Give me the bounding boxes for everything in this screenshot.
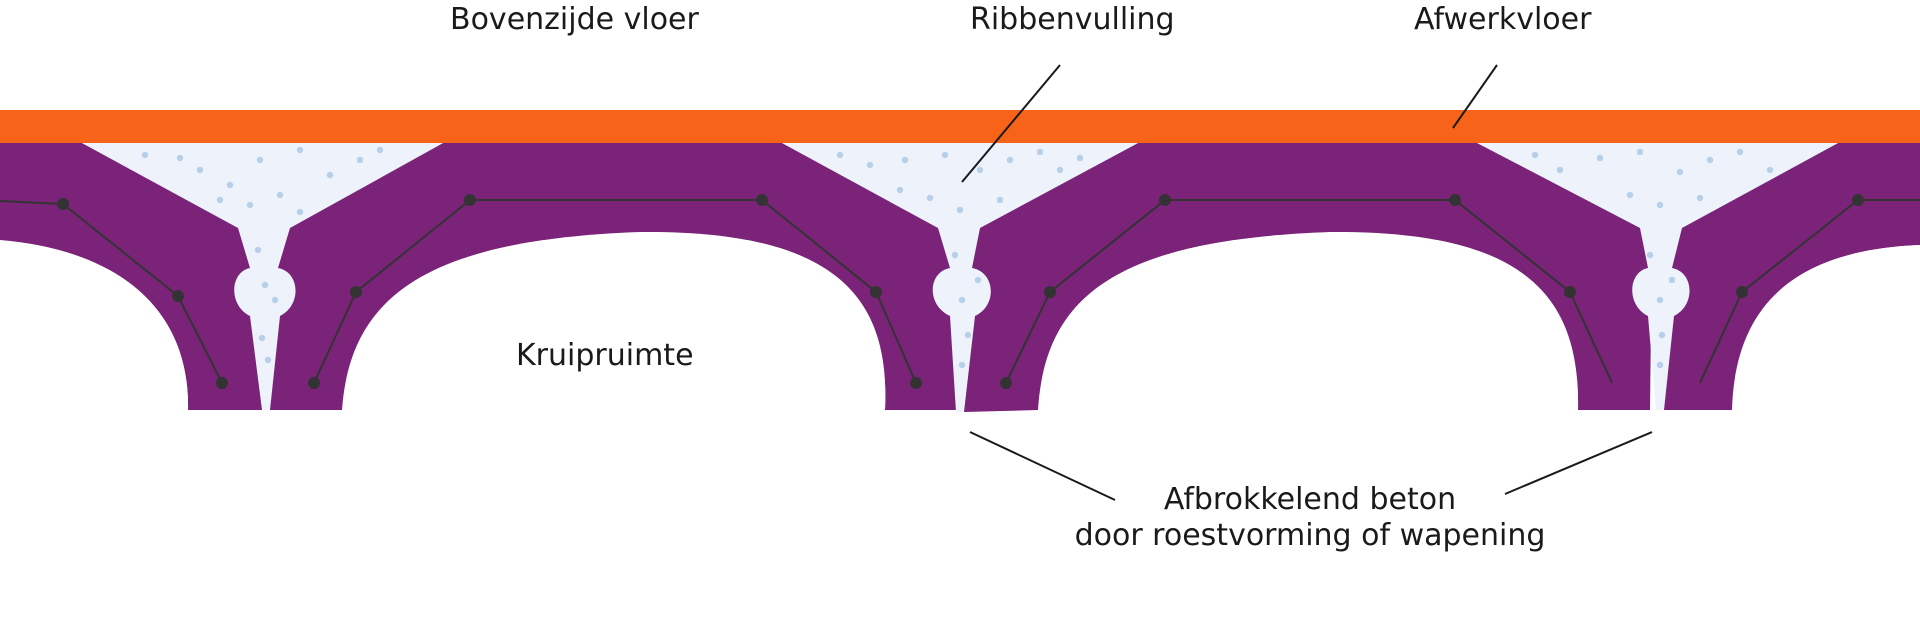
concrete-arch-segment	[0, 240, 272, 410]
filling-dot	[956, 206, 964, 214]
filling-dot	[1656, 296, 1664, 304]
filling-dot	[176, 154, 184, 162]
label-finish-floor: Afwerkvloer	[1414, 2, 1592, 37]
reinforcement-rebar	[0, 199, 1920, 384]
filling-dot	[976, 166, 984, 174]
filling-dot	[836, 151, 844, 159]
filling-dot	[1636, 148, 1644, 156]
rebar-node	[870, 286, 882, 298]
label-rib-filling: Ribbenvulling	[970, 2, 1175, 37]
rebar-node	[216, 377, 228, 389]
filling-dot	[226, 181, 234, 189]
filling-dot	[216, 196, 224, 204]
filling-dot	[1658, 331, 1666, 339]
crawl-space-vault	[0, 242, 189, 410]
filling-dot	[1556, 166, 1564, 174]
filling-dot	[258, 334, 266, 342]
filling-dot	[254, 246, 262, 254]
label-crawl-space: Kruipruimte	[516, 338, 694, 373]
filling-dot	[376, 146, 384, 154]
crawl-space-vault	[1733, 245, 1920, 410]
leader-lines	[961, 64, 1653, 501]
filling-dot	[276, 191, 284, 199]
filling-dot	[901, 156, 909, 164]
label-crumbling-line1: Afbrokkelend beton	[1163, 482, 1457, 517]
filling-dot	[958, 296, 966, 304]
rebar-node	[1000, 377, 1012, 389]
rebar-node	[350, 286, 362, 298]
filling-dot	[1706, 156, 1714, 164]
filling-dot	[296, 208, 304, 216]
filling-dot	[1596, 154, 1604, 162]
rebar-node	[57, 198, 69, 210]
filling-dot	[1626, 191, 1634, 199]
filling-dot	[326, 171, 334, 179]
filling-dot	[1056, 166, 1064, 174]
filling-dot	[1736, 148, 1744, 156]
filling-dot	[941, 151, 949, 159]
filling-dot	[1766, 166, 1774, 174]
leader-rib-filling	[961, 64, 1061, 183]
filling-dot	[1531, 151, 1539, 159]
rebar-node	[1852, 194, 1864, 206]
filling-dot	[926, 194, 934, 202]
filling-dot	[256, 156, 264, 164]
rebar-node	[464, 194, 476, 206]
filling-dot	[1656, 201, 1664, 209]
crawl-space-vault	[343, 231, 886, 410]
filling-dot	[1646, 251, 1654, 259]
filling-dot	[958, 361, 966, 369]
concrete-arch-segment	[960, 231, 1652, 412]
filling-dot	[996, 196, 1004, 204]
finish-floor-layer	[0, 110, 1920, 143]
filling-dot	[141, 151, 149, 159]
rebar-node	[756, 194, 768, 206]
filling-dot	[246, 201, 254, 209]
filling-dot	[974, 276, 982, 284]
filling-dot	[296, 146, 304, 154]
concrete-arch-segment	[1658, 240, 1920, 410]
leader-crumbling-left	[969, 431, 1116, 501]
filling-dot	[1036, 148, 1044, 156]
filling-dot	[1076, 154, 1084, 162]
filling-dot	[196, 166, 204, 174]
rebar-node	[910, 377, 922, 389]
leader-finish-floor	[1452, 64, 1498, 129]
rebar-node	[1564, 286, 1576, 298]
rebar-node	[1736, 286, 1748, 298]
crawl-space-vault	[1039, 231, 1579, 410]
rebar-node	[1159, 194, 1171, 206]
rib-filling	[780, 142, 1140, 412]
concrete-arch-segment	[268, 231, 958, 410]
filling-dot	[896, 186, 904, 194]
filling-dot	[261, 281, 269, 289]
leader-crumbling-right	[1504, 431, 1653, 495]
rebar-nodes	[57, 194, 1864, 389]
filling-dot	[356, 156, 364, 164]
rebar-node	[1044, 286, 1056, 298]
filling-dot	[1668, 276, 1676, 284]
filling-dot	[964, 331, 972, 339]
filling-dot	[1696, 194, 1704, 202]
label-crumbling-concrete: Afbrokkelend beton door roestvorming of …	[1040, 482, 1580, 554]
filling-dots	[141, 146, 1774, 369]
filling-dot	[271, 296, 279, 304]
rib-filling	[80, 142, 445, 410]
rebar-node	[172, 290, 184, 302]
rib-filling	[1475, 142, 1840, 410]
filling-dot	[1676, 168, 1684, 176]
rebar-node	[308, 377, 320, 389]
filling-dot	[264, 356, 272, 364]
label-top-of-floor: Bovenzijde vloer	[450, 2, 699, 37]
filling-dot	[1006, 156, 1014, 164]
filling-dot	[866, 161, 874, 169]
filling-dot	[1656, 361, 1664, 369]
filling-dot	[951, 251, 959, 259]
label-crumbling-line2: door roestvorming of wapening	[1074, 518, 1546, 553]
rebar-node	[1449, 194, 1461, 206]
